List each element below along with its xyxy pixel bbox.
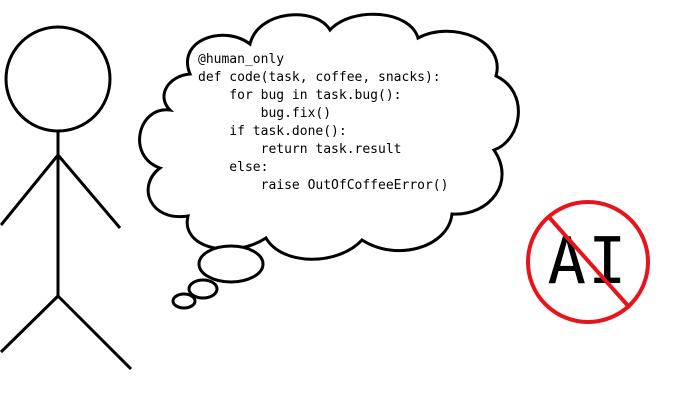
thought-bubble-medium [187,278,219,300]
code-line: if task.done(): [198,124,347,139]
stick-figure-left-leg [0,294,60,354]
code-line: bug.fix() [198,106,332,121]
code-line: return task.result [198,142,402,157]
stick-figure-right-arm [56,154,122,229]
prohibition-icon [526,200,650,324]
thought-cloud-outline [138,12,520,261]
stick-figure [0,25,133,371]
code-line: def code(task, coffee, snacks): [198,70,441,85]
stick-figure-right-leg [56,294,133,371]
thought-bubble-small [171,292,197,310]
thought-bubble-large [197,244,265,284]
code-line: @human_only [198,52,285,67]
code-line: raise OutOfCoffeeError() [198,178,449,193]
code-line: else: [198,160,269,175]
code-line: for bug in task.bug(): [198,88,402,103]
no-ai-sign: AI [524,198,652,326]
prohibition-slash [546,214,632,310]
prohibition-ring [526,200,650,324]
stick-figure-left-arm [0,154,60,226]
